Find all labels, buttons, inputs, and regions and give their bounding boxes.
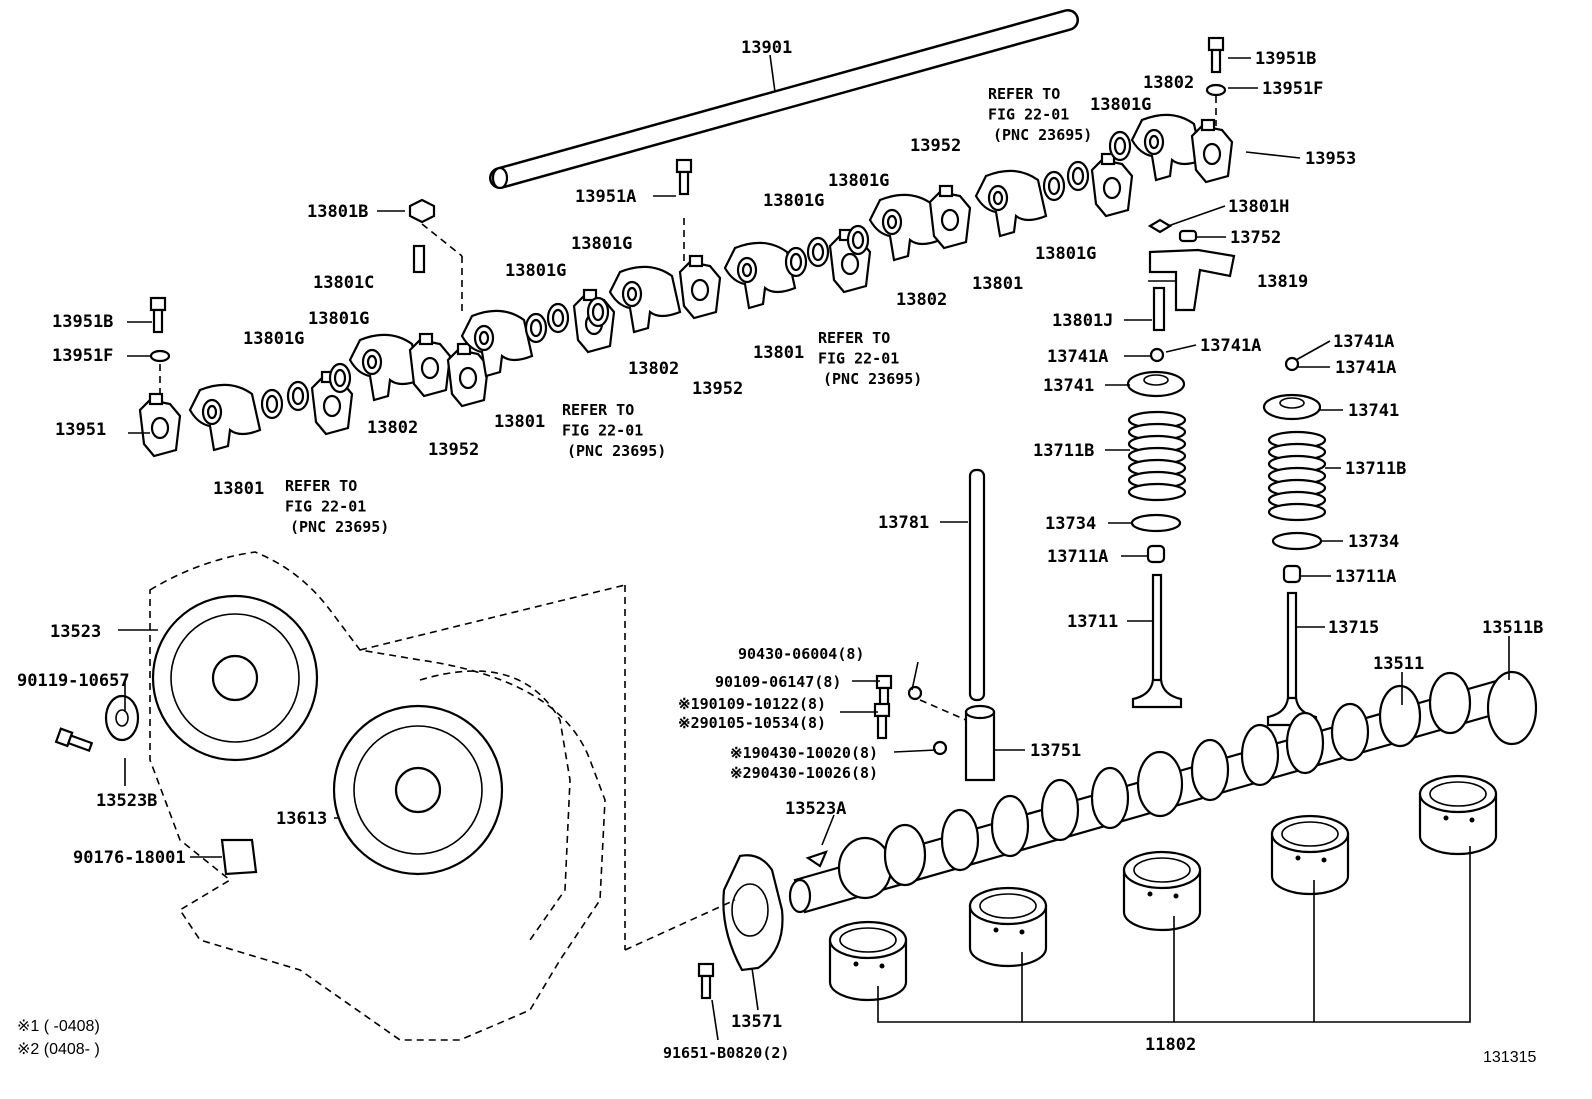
- part-label-13802: 13802: [1143, 73, 1194, 93]
- part-label-13802: 13802: [628, 359, 679, 379]
- refer-note: FIG 22-01: [562, 422, 643, 440]
- part-label-13801g: 13801G: [308, 309, 369, 329]
- part-label-13952: 13952: [428, 440, 479, 460]
- rocker-assembly: [138, 36, 1236, 458]
- refer-note: FIG 22-01: [988, 106, 1069, 124]
- part-label-13741a: 13741A: [1200, 336, 1261, 356]
- part-label-9017618001: 90176-18001: [73, 848, 186, 868]
- part-label-13801g: 13801G: [828, 171, 889, 191]
- part-label-13801b: 13801B: [307, 202, 368, 222]
- timing-housing: [54, 551, 736, 1041]
- refer-note: (PNC 23695): [290, 518, 389, 536]
- part-label-13801: 13801: [972, 274, 1023, 294]
- part-label-13741: 13741: [1043, 376, 1094, 396]
- part-number-label: 90109-06147(8): [715, 673, 841, 691]
- part-label-13511: 13511: [1373, 654, 1424, 674]
- part-label-9011910657: 90119-10657: [17, 671, 130, 691]
- part-number-label: ※290430-10026(8): [730, 764, 878, 782]
- part-label-13751: 13751: [1030, 741, 1081, 761]
- part-label-13802: 13802: [367, 418, 418, 438]
- part-label-13952: 13952: [692, 379, 743, 399]
- diagram-code: 131315: [1483, 1049, 1536, 1066]
- part-label-13741a: 13741A: [1333, 332, 1394, 352]
- refer-note: REFER TO: [562, 401, 634, 419]
- part-label-13801g: 13801G: [571, 234, 632, 254]
- part-label-13523b: 13523B: [96, 791, 157, 811]
- part-label-13734: 13734: [1045, 514, 1096, 534]
- part-number-label: 90430-06004(8): [738, 645, 864, 663]
- part-label-13523a: 13523A: [785, 799, 846, 819]
- refer-note: (PNC 23695): [993, 126, 1092, 144]
- refer-note: REFER TO: [285, 477, 357, 495]
- part-label-13511b: 13511B: [1482, 618, 1543, 638]
- part-label-13711a: 13711A: [1047, 547, 1108, 567]
- part-label-13741: 13741: [1348, 401, 1399, 421]
- part-label-13711: 13711: [1067, 612, 1118, 632]
- part-label-13952: 13952: [910, 136, 961, 156]
- part-label-13801h: 13801H: [1228, 197, 1289, 217]
- part-label-13571: 13571: [731, 1012, 782, 1032]
- part-label-13715: 13715: [1328, 618, 1379, 638]
- refer-note: FIG 22-01: [818, 350, 899, 368]
- part-label-13613: 13613: [276, 809, 327, 829]
- part-label-13801g: 13801G: [505, 261, 566, 281]
- part-label-13951a: 13951A: [575, 187, 636, 207]
- part-label-13801: 13801: [213, 479, 264, 499]
- part-number-label: ※190430-10020(8): [730, 744, 878, 762]
- camshaft: [697, 670, 1538, 1000]
- part-label-13741a: 13741A: [1335, 358, 1396, 378]
- part-label-13802: 13802: [896, 290, 947, 310]
- leader-lines: [118, 54, 1510, 1041]
- part-labels: 1390113951B13951F1380213801G139531395213…: [17, 38, 1543, 1066]
- part-label-13951: 13951: [55, 420, 106, 440]
- part-label-13819: 13819: [1257, 272, 1308, 292]
- part-label-13801g: 13801G: [243, 329, 304, 349]
- part-label-13951b: 13951B: [52, 312, 113, 332]
- part-label-13801g: 13801G: [1090, 95, 1151, 115]
- camshaft-bearings: [828, 774, 1498, 1023]
- part-label-11802: 11802: [1145, 1035, 1196, 1055]
- footnote: ※2 (0408- ): [17, 1041, 100, 1058]
- part-label-13901: 13901: [741, 38, 792, 58]
- part-label-13801: 13801: [494, 412, 545, 432]
- part-number-label: ※190109-10122(8): [678, 695, 826, 713]
- part-label-13523: 13523: [50, 622, 101, 642]
- part-label-13951f: 13951F: [52, 346, 113, 366]
- part-label-13734: 13734: [1348, 532, 1399, 552]
- part-label-13951f: 13951F: [1262, 79, 1323, 99]
- part-label-13953: 13953: [1305, 149, 1356, 169]
- part-label-13711a: 13711A: [1335, 567, 1396, 587]
- refer-note: REFER TO: [988, 85, 1060, 103]
- part-label-13711b: 13711B: [1033, 441, 1094, 461]
- part-number-label: ※290105-10534(8): [678, 714, 826, 732]
- footnote: ※1 ( -0408): [17, 1018, 100, 1035]
- part-number-label: 91651-B0820(2): [663, 1044, 789, 1062]
- part-label-13781: 13781: [878, 513, 929, 533]
- refer-note: (PNC 23695): [823, 370, 922, 388]
- part-label-13711b: 13711B: [1345, 459, 1406, 479]
- refer-note: REFER TO: [818, 329, 890, 347]
- refer-note: FIG 22-01: [285, 498, 366, 516]
- part-label-13801j: 13801J: [1052, 311, 1113, 331]
- part-label-13801g: 13801G: [763, 191, 824, 211]
- part-label-13801c: 13801C: [313, 273, 374, 293]
- part-label-13951b: 13951B: [1255, 49, 1316, 69]
- part-label-13801: 13801: [753, 343, 804, 363]
- valve-train: [873, 347, 1327, 782]
- rocker-shaft: [489, 9, 1079, 190]
- part-label-13801g: 13801G: [1035, 244, 1096, 264]
- part-label-13752: 13752: [1230, 228, 1281, 248]
- refer-note: (PNC 23695): [567, 442, 666, 460]
- part-label-13741a: 13741A: [1047, 347, 1108, 367]
